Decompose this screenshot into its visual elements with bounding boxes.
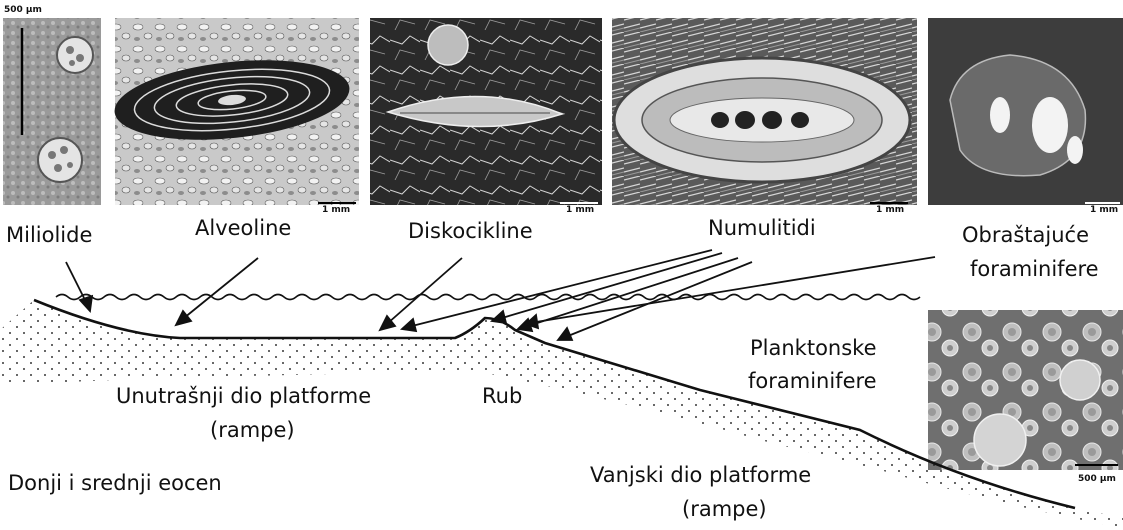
sea-surface-line	[56, 295, 920, 300]
scale-label-alveoline: 1 mm	[322, 205, 350, 215]
scale-label-obrastajuce: 1 mm	[1090, 205, 1118, 215]
photo-obrastajuce	[928, 18, 1123, 205]
scale-label-miliolide: 500 μm	[4, 5, 42, 15]
scale-label-diskocikline: 1 mm	[566, 205, 594, 215]
label-rub: Rub	[482, 383, 522, 409]
photo-alveoline	[111, 18, 359, 205]
scale-label-planktonske: 500 μm	[1078, 474, 1116, 484]
label-alveoline: Alveoline	[195, 215, 291, 241]
label-obrastajuce-line1: Obraštajuće	[962, 222, 1089, 248]
label-diskocikline: Diskocikline	[408, 218, 533, 244]
label-numulitidi: Numulitidi	[708, 215, 816, 241]
label-vanjski-line1: Vanjski dio platforme	[590, 462, 811, 488]
label-vanjski-line2: (rampe)	[682, 496, 767, 522]
label-age: Donji i srednji eocen	[8, 470, 222, 496]
photo-planktonske	[928, 310, 1123, 470]
label-unutrasnji-line1: Unutrašnji dio platforme	[116, 383, 371, 409]
photo-miliolide	[3, 18, 101, 205]
label-miliolide: Miliolide	[6, 222, 92, 248]
label-unutrasnji-line2: (rampe)	[210, 417, 295, 443]
label-planktonske-line1: Planktonske	[750, 335, 877, 361]
label-obrastajuce-line2: foraminifere	[970, 256, 1099, 282]
photo-diskocikline	[370, 18, 602, 205]
label-planktonske-line2: foraminifere	[748, 368, 877, 394]
scale-label-numulitidi: 1 mm	[876, 205, 904, 215]
photo-numulitidi	[612, 18, 917, 205]
